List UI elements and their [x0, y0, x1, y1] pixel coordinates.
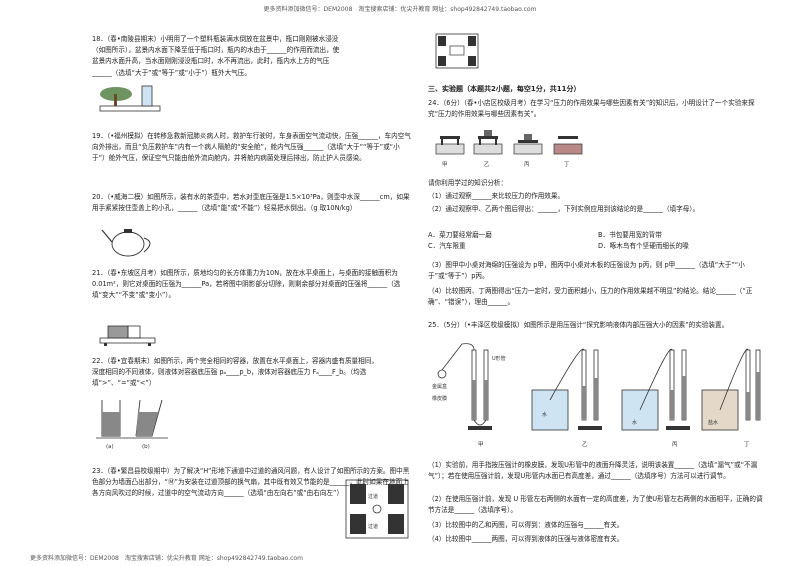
- label-a: (a): [106, 444, 114, 450]
- teapot-figure: [101, 229, 151, 257]
- manometer-figure: 金属盒 橡皮膜 U形管 水 水 盐水: [432, 343, 761, 448]
- question-24-options: A．菜刀要经常磨一磨 B．书包要用宽的背带 C．汽车限重 D．啄木鸟有个坚硬而细…: [428, 230, 768, 252]
- question-24-intro: 请你利用学过的知识分析：: [428, 179, 508, 187]
- setup-jia: 金属盒 橡皮膜 U形管: [432, 343, 506, 430]
- pressure-effect-figure: 甲 乙 丙 丁: [435, 130, 583, 168]
- option-d: D．啄木鸟有个坚硬而细长的喙: [598, 242, 689, 251]
- containers-figure: (a) (b): [96, 399, 168, 450]
- page-header: 更多资料添加微信号：DEM2008 淘宝搜索店铺：优尖升教育 网址：shop49…: [263, 6, 537, 13]
- fig25-label-2: 乙: [582, 441, 588, 448]
- fig24-label-3: 丙: [524, 161, 530, 168]
- fig24-label-4: 丁: [564, 161, 570, 168]
- question-23: 23．（春•繁昌县校级期中）为了解决“H”形地下通道中过道的通风问题，有人设计了…: [92, 467, 410, 498]
- question-20: 20．（•威海二模）如图所示，装有水的茶壶中，若水对壶底压强是1.5×10³Pa…: [92, 193, 410, 213]
- tag-saltwater: 盐水: [708, 419, 718, 426]
- question-24-1: （1）通过观察______来比较压力的作用效果。: [428, 192, 565, 200]
- question-25-4: （4）比较图中______两图，可以得到液体的压强与液体密度有关。: [428, 535, 624, 543]
- question-18: 18．（春•南陵县期末）小明用了一个塑料瓶装满水倒放在盆景中，瓶口刚刚被水浸没（…: [92, 35, 340, 77]
- tag-water-2: 水: [632, 419, 637, 426]
- option-a: A．菜刀要经常磨一磨: [428, 231, 492, 239]
- question-24: 24．（6分）（春•小店区校级月考）在学习“压力的作用效果与哪些因素有关”的知识…: [428, 99, 755, 119]
- question-21: 21．（春•东坡区月考）如图所示，质地均匀的长方体重力为10N，放在水平桌面上，…: [92, 269, 401, 300]
- section-3-title: 三、实验题（本题共2小题，每空1分，共11分）: [428, 85, 581, 93]
- question-22: 22．（春•宜春期末）如图所示，两个完全相同的容器，放置在水平桌面上，容器内盛有…: [92, 357, 378, 388]
- tag-u-tube: U形管: [492, 355, 506, 362]
- tunnel-figure: 过道 过道: [345, 479, 409, 539]
- fig25-label-4: 丁: [744, 441, 750, 448]
- tag-metal-box: 金属盒: [432, 383, 447, 390]
- question-24-3: （3）图甲中小桌对海绵的压强设为 p甲，图丙中小桌对木板的压强设为 p丙，则 p…: [428, 261, 745, 281]
- question-24-2: （2）通过观察甲、乙两个图后得出：______，下列实例应用到该结论的是____…: [428, 205, 700, 213]
- tunnel-label-1: 过道: [368, 493, 378, 500]
- setup-ding: 盐水: [701, 348, 761, 431]
- fig24-label-1: 甲: [442, 161, 448, 168]
- bonsai-figure: [99, 85, 161, 112]
- setup-bing: 水: [621, 348, 690, 431]
- tag-water-1: 水: [542, 411, 547, 418]
- block-figure: [99, 325, 156, 346]
- question-25-1: （1）实验前，用手指按压强计的橡皮膜，发现U形管中的液面升降灵活，说明该装置__…: [428, 461, 758, 481]
- tunnel-label-2: 过道: [368, 523, 378, 530]
- page-footer: 更多资料添加微信号：DEM2008 淘宝搜索店铺：优尖升教育 网址：shop49…: [30, 555, 303, 562]
- label-b: (b): [142, 444, 150, 450]
- fig25-label-1: 甲: [478, 441, 484, 448]
- setup-yi: 水: [531, 348, 602, 431]
- option-c: C．汽车限重: [428, 242, 466, 251]
- option-b: B．书包要用宽的背带: [598, 231, 662, 239]
- fig25-label-3: 丙: [672, 441, 678, 448]
- tag-membrane: 橡皮膜: [432, 395, 447, 402]
- tunnel-option-figure: [435, 33, 479, 69]
- question-24-4: （4）比较图丙、丁两图得出“压力一定时，受力面积越小，压力的作用效果越不明显”的…: [428, 287, 753, 307]
- question-25-2: （2）在使用压强计前，发现 U 形管左右两侧的水面有一定的高度差，为了使U形管左…: [428, 495, 763, 515]
- question-19: 19．（•福州模拟）在转移急救新冠肺炎病人时，救护车行驶时，车身表面空气流动快，…: [92, 132, 411, 163]
- question-25-3: （3）比较图中的乙和丙图，可以得到：液体的压强与______有关。: [428, 521, 624, 529]
- question-25: 25．（5分）（•丰泽区校级模拟）如图所示是用压强计“探究影响液体内部压强大小的…: [428, 321, 729, 329]
- fig24-label-2: 乙: [484, 161, 490, 168]
